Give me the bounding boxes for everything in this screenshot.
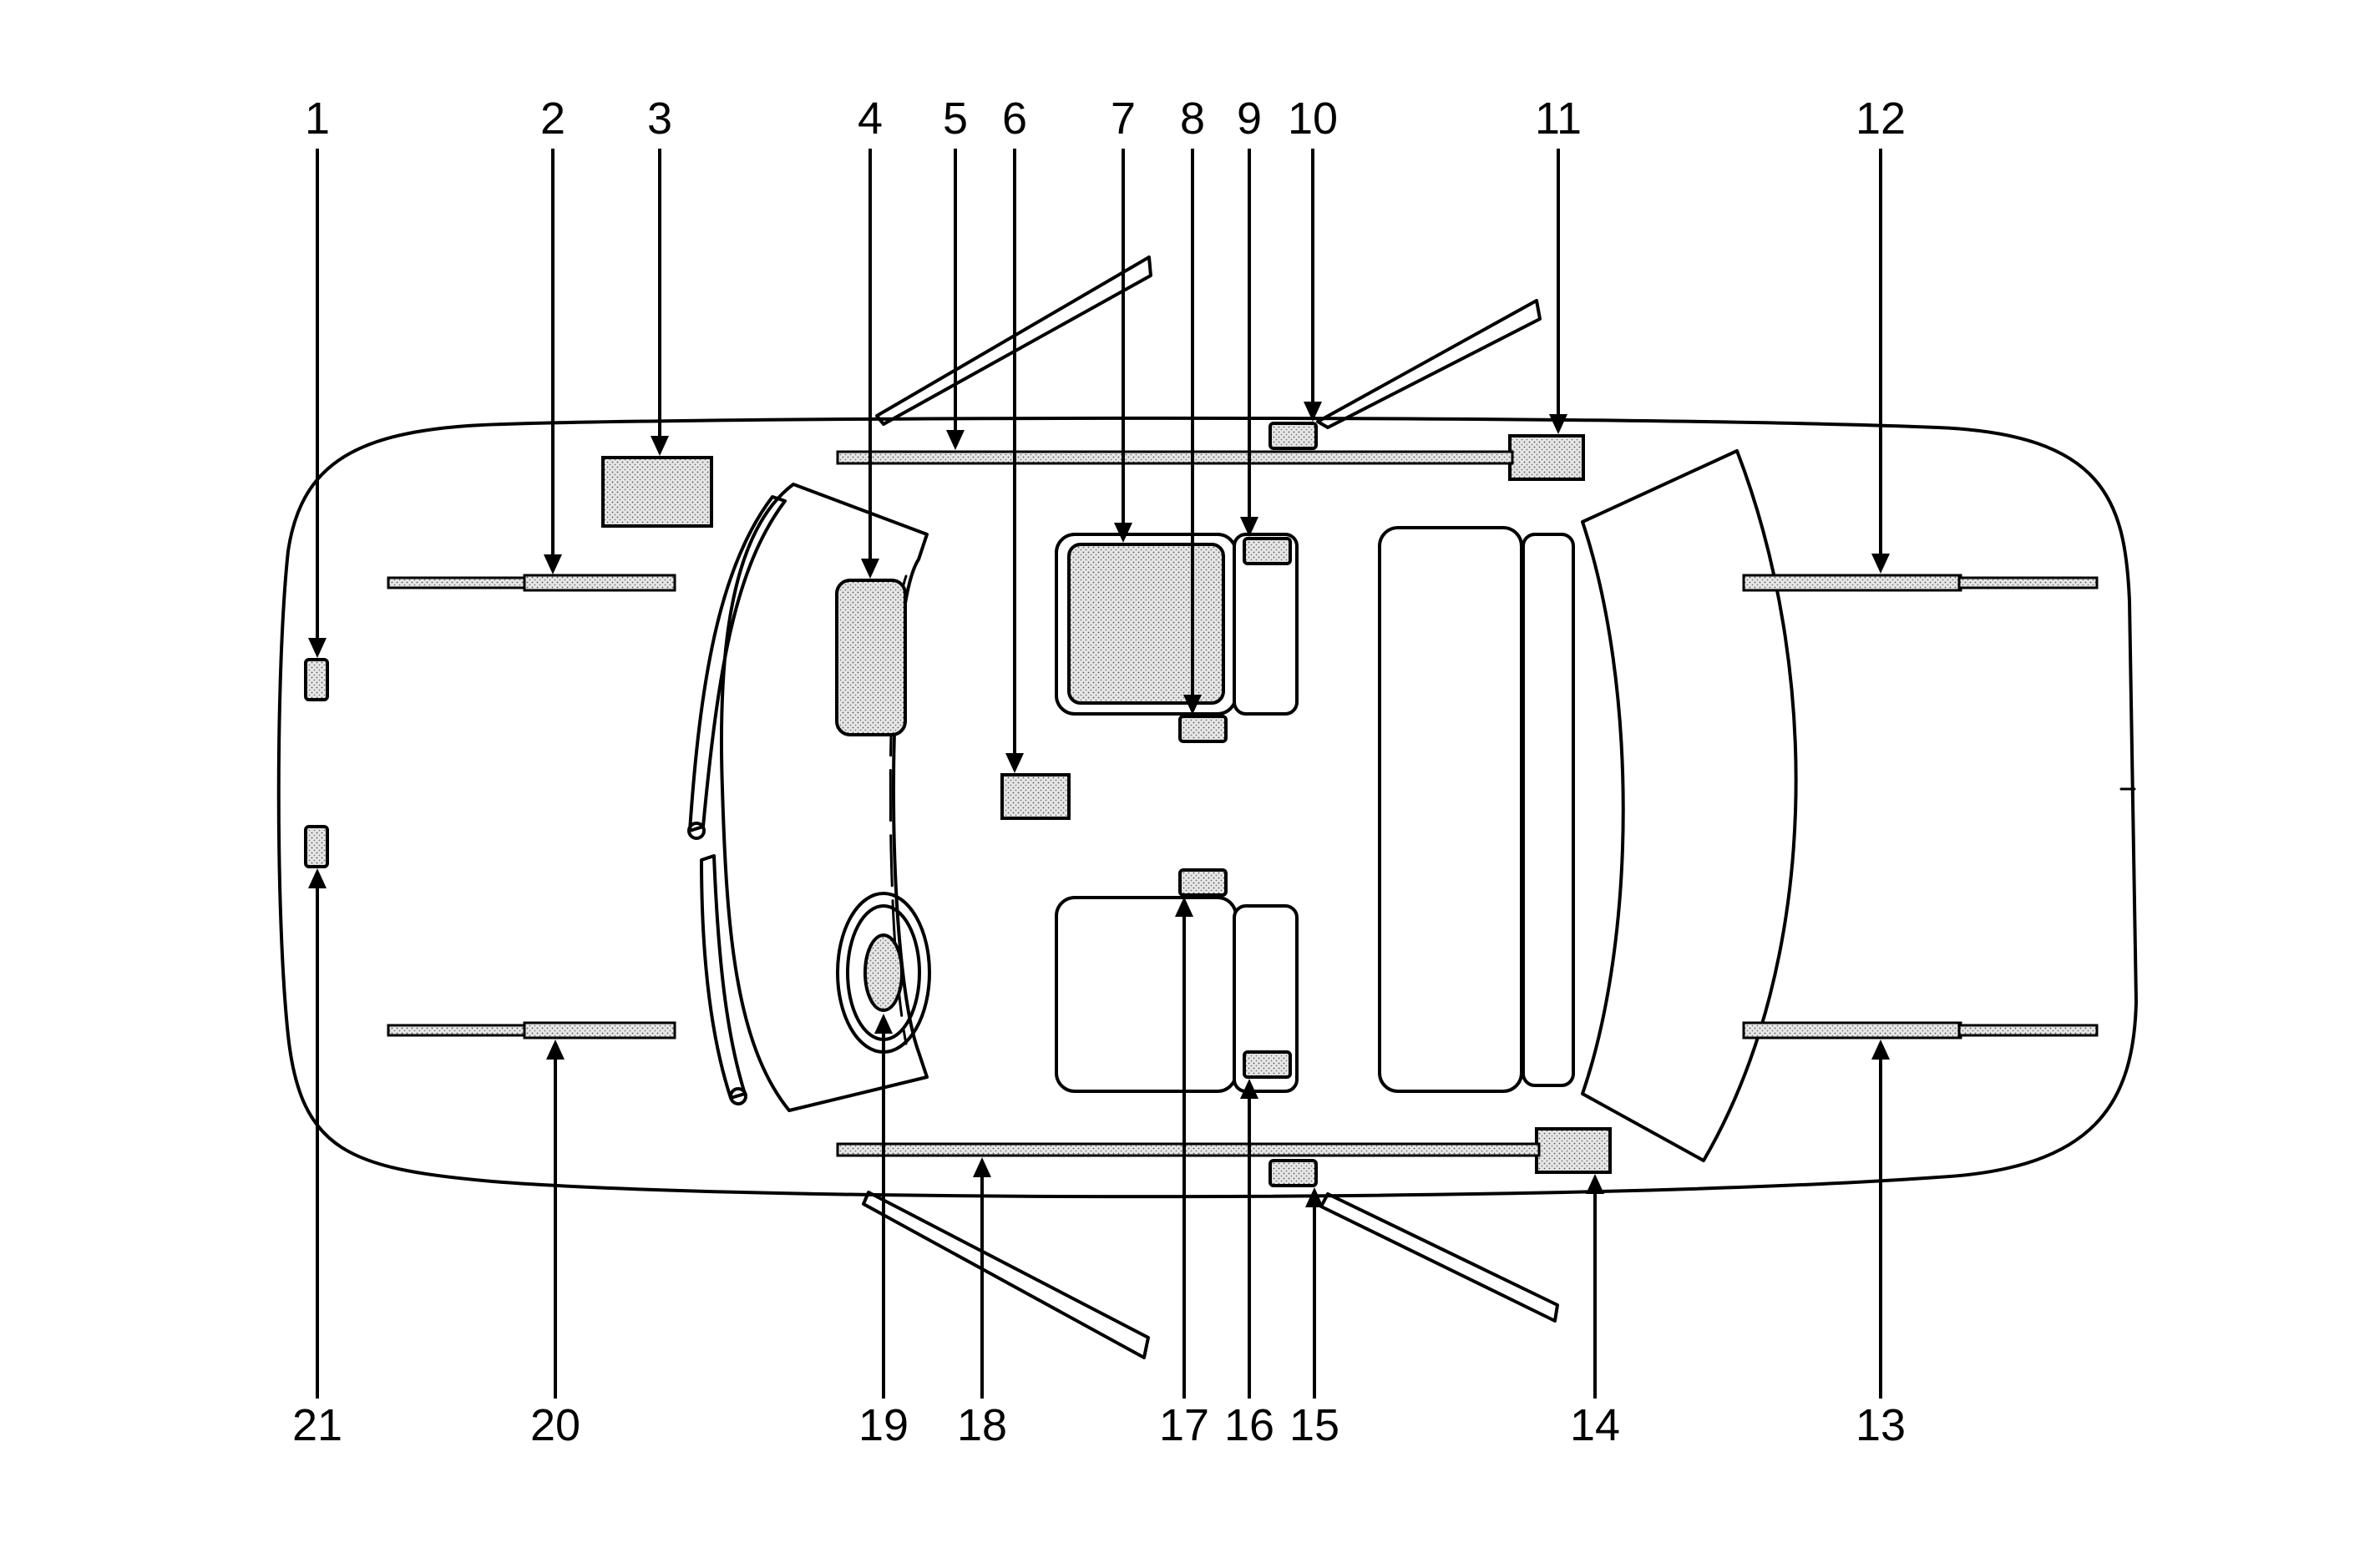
wiper-pivot-lower — [729, 1087, 747, 1105]
leader-20-arrowhead — [546, 1040, 565, 1060]
rear-window — [1581, 449, 1798, 1162]
callout-20: 20 — [530, 1400, 580, 1450]
callout-4: 4 — [858, 94, 883, 144]
leader-16-arrowhead — [1240, 1079, 1258, 1099]
leader-18-arrowhead — [973, 1157, 991, 1177]
passenger-seat-cushion — [1055, 896, 1238, 1093]
harness-bars — [387, 450, 2099, 1157]
leader-12-arrowhead — [1871, 554, 1890, 574]
doors — [862, 255, 1559, 1359]
bar-2-left — [387, 576, 528, 589]
component-1 — [304, 658, 329, 701]
bar-13 — [1742, 1021, 1962, 1040]
rear-seat-back — [1522, 533, 1575, 1087]
component-4 — [835, 579, 907, 736]
bar-5 — [836, 450, 1514, 465]
callout-19: 19 — [858, 1400, 909, 1450]
leader-10-arrowhead — [1304, 402, 1322, 422]
component-17 — [1178, 868, 1228, 897]
leader-3-arrowhead — [651, 436, 669, 456]
component-10 — [1268, 422, 1318, 450]
bar-13-right — [1957, 1024, 2099, 1037]
steering-wheel — [836, 892, 931, 1054]
component-14 — [1535, 1127, 1612, 1174]
rear-seat-cushion — [1378, 526, 1523, 1093]
callout-labels: 1 2 3 4 5 6 7 8 9 10 11 12 13 14 15 16 1… — [292, 94, 1906, 1450]
callout-6: 6 — [1002, 94, 1027, 144]
callout-9: 9 — [1237, 94, 1262, 144]
leader-6-arrowhead — [1005, 753, 1024, 773]
callout-8: 8 — [1180, 94, 1205, 144]
leader-5-arrowhead — [946, 430, 965, 450]
leader-13-arrowhead — [1871, 1040, 1890, 1060]
leader-17-arrowhead — [1175, 897, 1193, 917]
body-outline — [276, 416, 2138, 1199]
leader-7-arrowhead — [1114, 523, 1132, 543]
bar-12-right — [1957, 576, 2099, 589]
leader-19-arrowhead — [874, 1014, 893, 1034]
callout-13: 13 — [1856, 1400, 1906, 1450]
seats — [1055, 449, 1798, 1162]
rear-left-door — [1316, 299, 1542, 429]
component-16 — [1243, 1050, 1292, 1079]
wiper-pivot-upper — [687, 822, 706, 840]
component-3 — [601, 456, 713, 528]
component-8 — [1178, 715, 1228, 743]
steering-wheel-airbag — [863, 933, 904, 1012]
component-15 — [1268, 1159, 1318, 1187]
bar-18 — [836, 1142, 1541, 1157]
components — [304, 422, 1612, 1187]
passenger-seat-back — [1233, 904, 1299, 1093]
leader-11-arrowhead — [1549, 414, 1567, 434]
leader-4-arrowhead — [861, 559, 879, 579]
leader-15-arrowhead — [1305, 1187, 1324, 1207]
leader-1-arrowhead — [308, 638, 327, 658]
leader-lines — [308, 149, 1890, 1399]
component-6 — [1000, 773, 1071, 820]
callout-21: 21 — [292, 1400, 342, 1450]
bar-20 — [523, 1021, 676, 1040]
leader-14-arrowhead — [1586, 1174, 1604, 1194]
callout-16: 16 — [1224, 1400, 1274, 1450]
bar-12 — [1742, 574, 1962, 592]
callout-18: 18 — [957, 1400, 1007, 1450]
callout-11: 11 — [1535, 94, 1582, 144]
driver-seat-back — [1233, 533, 1299, 716]
callout-14: 14 — [1570, 1400, 1620, 1450]
bar-20-left — [387, 1024, 528, 1037]
leader-2-arrowhead — [544, 554, 562, 574]
component-21 — [304, 825, 329, 868]
callout-12: 12 — [1856, 94, 1906, 144]
front-right-door — [862, 1191, 1150, 1359]
callout-2: 2 — [540, 94, 565, 144]
callout-10: 10 — [1288, 94, 1338, 144]
front-left-door — [875, 255, 1152, 426]
rear-right-door — [1319, 1192, 1559, 1323]
callout-15: 15 — [1289, 1400, 1339, 1450]
component-9 — [1243, 537, 1292, 565]
callout-5: 5 — [943, 94, 968, 144]
dash-outline — [719, 483, 929, 1112]
callout-7: 7 — [1111, 94, 1136, 144]
callout-3: 3 — [647, 94, 672, 144]
callout-1: 1 — [305, 94, 330, 144]
bar-2 — [523, 574, 676, 592]
wiper-arm-upper — [688, 495, 787, 832]
leader-21-arrowhead — [308, 868, 327, 888]
component-11 — [1508, 434, 1585, 481]
leader-9-arrowhead — [1240, 517, 1258, 537]
callout-17: 17 — [1159, 1400, 1209, 1450]
vehicle-body — [276, 416, 2138, 1199]
windshield-area — [687, 483, 929, 1112]
driver-seat-cushion — [1067, 543, 1225, 705]
leader-8-arrowhead — [1183, 695, 1202, 715]
